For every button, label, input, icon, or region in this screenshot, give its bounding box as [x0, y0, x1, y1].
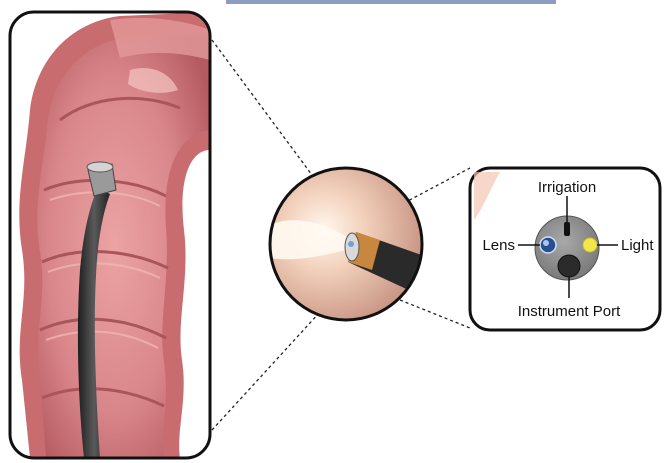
irrigation-nozzle — [564, 222, 570, 236]
tip-detail-panel: Irrigation Lens Light Instrument Port — [470, 168, 660, 330]
instrument-port — [558, 255, 580, 277]
light-port — [583, 238, 597, 252]
colon-illustration-panel — [10, 12, 210, 458]
title-fragment — [226, 0, 556, 4]
lens-label: Lens — [482, 237, 515, 254]
instrument-port-label: Instrument Port — [518, 303, 621, 320]
light-label: Light — [621, 237, 654, 254]
irrigation-label: Irrigation — [538, 179, 596, 196]
